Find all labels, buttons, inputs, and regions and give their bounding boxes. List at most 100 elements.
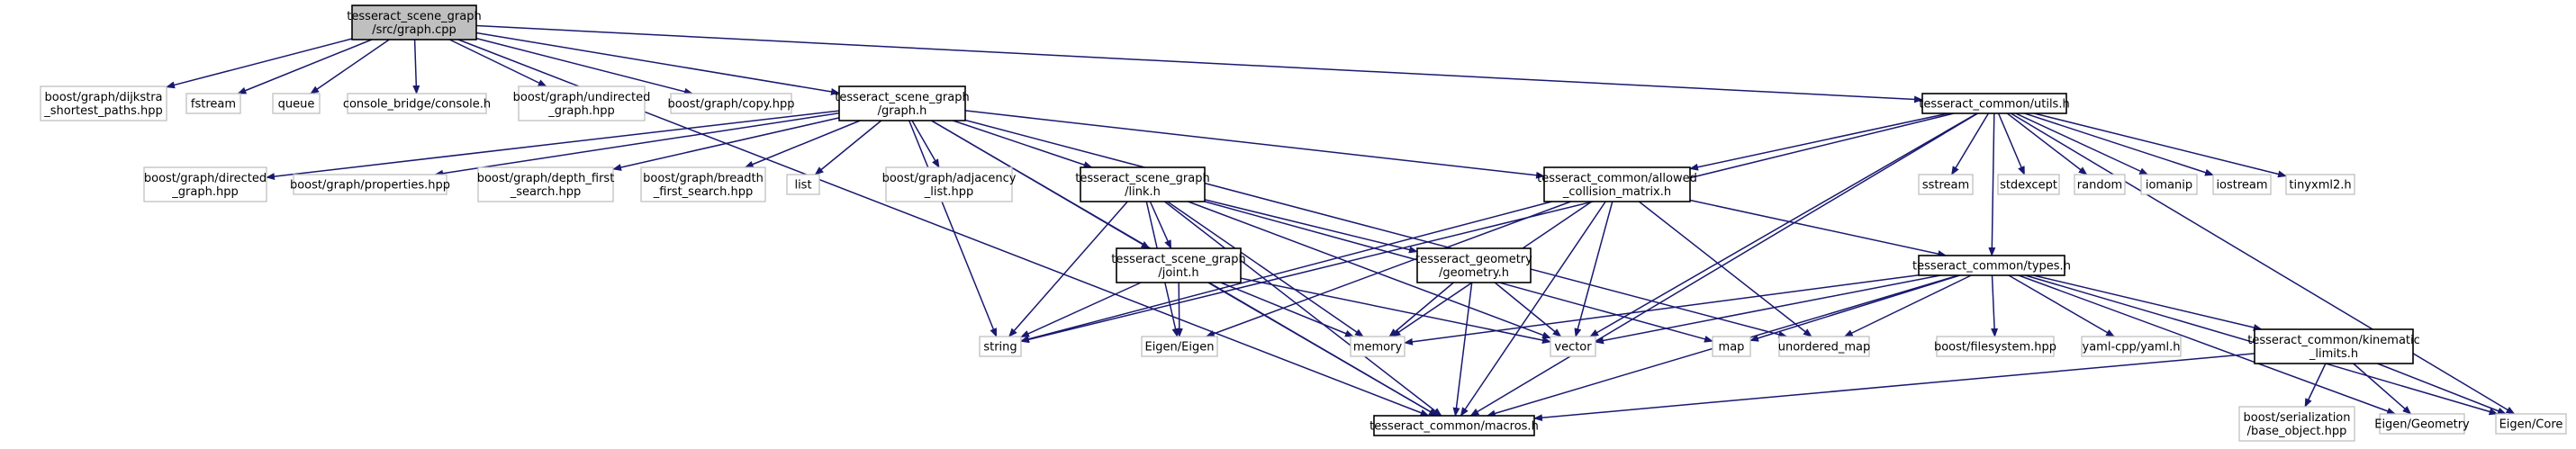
- node-label: yaml-cpp/yaml.h: [2083, 341, 2181, 355]
- edge-types-h-to-kinematic: [2033, 274, 2263, 331]
- edge-utils-h-to-string: [1020, 112, 1955, 344]
- node-link-h[interactable]: tesseract_scene_graph/link.h: [1075, 166, 1210, 202]
- node-box: [2379, 413, 2465, 435]
- node-label: tesseract_geometry: [1415, 253, 1532, 266]
- node-box: [477, 166, 614, 202]
- node-box: [293, 174, 447, 195]
- node-box: [1918, 255, 2065, 276]
- node-box: [1350, 336, 1406, 357]
- node-label: tesseract_common/allowed: [1537, 172, 1697, 185]
- edge-graph-h-to-acm-h: [964, 110, 1545, 179]
- node-utils-h[interactable]: tesseract_common/utils.h: [1919, 93, 2070, 114]
- edge-acm-h-to-eigen: [1205, 201, 1571, 337]
- edge-utils-h-to-stdexcept: [1997, 112, 2026, 175]
- edge-types-h-to-map: [1749, 274, 1960, 342]
- node-geometry-h[interactable]: tesseract_geometry/geometry.h: [1415, 247, 1532, 283]
- node-box: [1918, 174, 1974, 195]
- edge-graph-h-to-list: [814, 120, 882, 175]
- node-eigen: Eigen/Eigen: [1141, 336, 1218, 357]
- node-label: _list.hpp: [924, 185, 973, 199]
- node-label: vector: [1554, 341, 1592, 355]
- node-macros-h[interactable]: tesseract_common/macros.h: [1369, 415, 1539, 436]
- node-serialization: boost/serialization/base_object.hpp: [2238, 406, 2355, 442]
- node-bfs: boost/graph/breadth_first_search.hpp: [640, 166, 766, 202]
- node-copy: boost/graph/copy.hpp: [668, 93, 794, 114]
- node-box: [40, 85, 167, 121]
- node-label: _limits.h: [2309, 347, 2358, 361]
- node-acm-h[interactable]: tesseract_common/allowed_collision_matri…: [1537, 166, 1697, 202]
- node-graph-cpp[interactable]: tesseract_scene_graph/src/graph.cpp: [347, 4, 482, 40]
- node-label: queue: [278, 98, 315, 112]
- node-layer: tesseract_scene_graph/src/graph.cppboost…: [40, 4, 2567, 442]
- edge-types-h-to-eigen-geometry: [2018, 274, 2397, 415]
- node-label: tesseract_common/macros.h: [1369, 420, 1539, 434]
- node-box: [1116, 247, 1242, 283]
- node-box: [272, 93, 321, 114]
- node-box: [885, 166, 1013, 202]
- node-box: [1921, 93, 2067, 114]
- node-yaml: yaml-cpp/yaml.h: [2081, 336, 2182, 357]
- node-label: /src/graph.cpp: [372, 23, 456, 37]
- edge-graph-h-to-unordered-map: [964, 119, 1788, 338]
- node-label: _graph.hpp: [547, 104, 614, 118]
- node-box: [2285, 174, 2355, 195]
- node-label: iostream: [2216, 179, 2267, 193]
- node-box: [347, 93, 487, 114]
- node-label: _graph.hpp: [171, 185, 238, 199]
- edge-kinematic-to-serialization: [2304, 363, 2327, 408]
- node-box: [1778, 336, 1870, 357]
- edge-graph-h-to-properties: [434, 112, 840, 177]
- node-label: boost/graph/properties.hpp: [290, 179, 450, 193]
- node-label: /joint.h: [1158, 266, 1198, 280]
- edge-graph-cpp-to-console: [412, 39, 420, 94]
- edge-utils-h-to-macros-h: [1469, 112, 1978, 417]
- node-label: boost/graph/dijkstra: [44, 91, 162, 104]
- edge-link-h-to-joint-h: [1149, 201, 1172, 249]
- node-undirected: boost/graph/undirected_graph.hpp: [513, 85, 651, 121]
- edge-geometry-h-to-memory: [1388, 282, 1454, 337]
- node-box: [670, 93, 792, 114]
- node-box: [1997, 174, 2060, 195]
- node-kinematic[interactable]: tesseract_common/kinematic_limits.h: [2247, 328, 2420, 364]
- node-label: boost/filesystem.hpp: [1934, 341, 2056, 355]
- edge-graph-cpp-to-graph-h: [475, 31, 840, 95]
- node-box: [838, 85, 966, 121]
- node-joint-h[interactable]: tesseract_scene_graph/joint.h: [1111, 247, 1246, 283]
- node-box: [1712, 336, 1751, 357]
- edge-acm-h-to-string: [1020, 201, 1552, 343]
- edge-acm-h-to-types-h: [1689, 199, 1948, 258]
- edge-joint-h-to-memory: [1220, 282, 1354, 337]
- node-label: boost/graph/undirected: [513, 91, 651, 104]
- node-fstream: fstream: [185, 93, 241, 114]
- node-label: map: [1719, 341, 1745, 355]
- node-label: Eigen/Geometry: [2374, 418, 2470, 432]
- edge-graph-h-to-dfs: [612, 117, 840, 171]
- node-box: [2495, 413, 2567, 435]
- node-label: /geometry.h: [1439, 266, 1509, 280]
- node-iomanip: iomanip: [2140, 174, 2198, 195]
- edge-graph-cpp-to-undirected: [448, 39, 547, 87]
- node-label: tesseract_common/utils.h: [1919, 98, 2069, 112]
- node-box: [185, 93, 241, 114]
- node-dijkstra: boost/graph/dijkstra_shortest_paths.hpp: [40, 85, 167, 121]
- edge-acm-h-to-unordered-map: [1638, 201, 1812, 337]
- edge-kinematic-to-macros-h: [1533, 353, 2255, 422]
- edge-link-h-to-vector: [1188, 201, 1551, 339]
- node-tinyxml: tinyxml2.h: [2285, 174, 2355, 195]
- node-label: _first_search.hpp: [653, 185, 753, 199]
- node-directed: boost/graph/directed_graph.hpp: [143, 166, 267, 202]
- node-graph-h[interactable]: tesseract_scene_graph/graph.h: [835, 85, 970, 121]
- node-label: tinyxml2.h: [2289, 179, 2351, 193]
- edge-utils-h-to-vector: [1589, 112, 1978, 337]
- node-string: string: [979, 336, 1022, 357]
- node-box: [2238, 406, 2355, 442]
- node-types-h[interactable]: tesseract_common/types.h: [1912, 255, 2071, 276]
- node-box: [1543, 166, 1691, 202]
- node-console: console_bridge/console.h: [343, 93, 491, 114]
- node-map: map: [1712, 336, 1751, 357]
- node-label: tesseract_scene_graph: [835, 91, 969, 104]
- edge-graph-cpp-to-queue: [310, 39, 390, 94]
- edge-geometry-h-to-macros-h: [1452, 282, 1473, 417]
- node-sstream: sstream: [1918, 174, 1974, 195]
- node-box: [1550, 336, 1596, 357]
